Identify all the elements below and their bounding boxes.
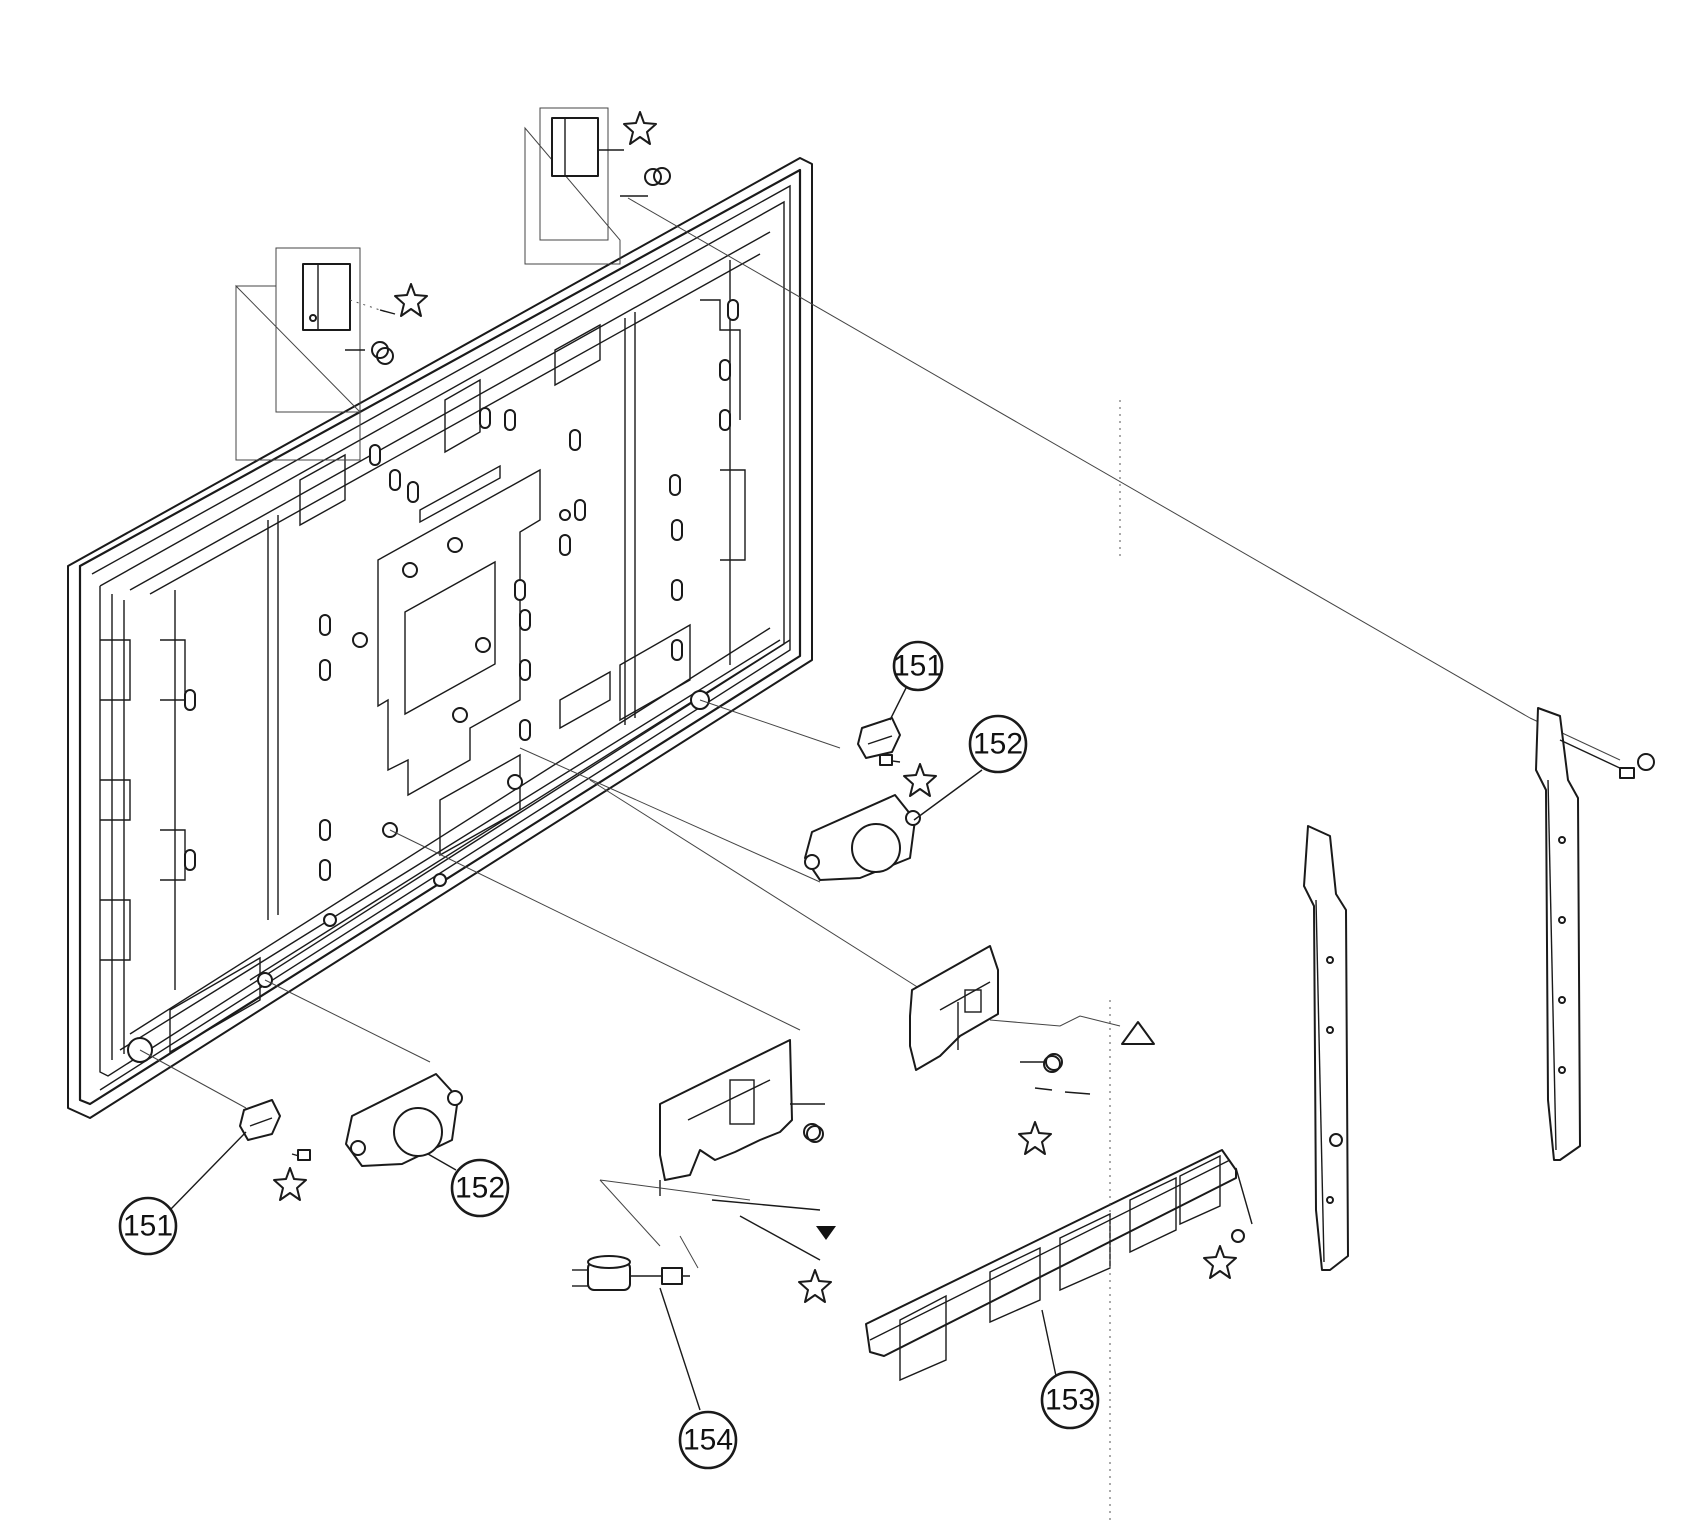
svg-text:153: 153: [1045, 1384, 1095, 1417]
svg-text:151: 151: [893, 650, 943, 683]
cylinder-part: [572, 1179, 751, 1291]
grommet-lower-left: [239, 1099, 311, 1161]
symbol-star: [273, 111, 1237, 1303]
upper-left-bracket: [235, 247, 396, 461]
upper-right-bracket: [524, 107, 662, 265]
leader-line-left-1: [264, 979, 431, 1063]
callout-152-upper: 152: [913, 714, 1028, 821]
callout-152-lower: 152: [427, 1153, 510, 1218]
callout-154: 154: [659, 1287, 738, 1470]
right-vertical-bracket-short: [1303, 825, 1349, 1271]
leader-line-mid-3: [389, 829, 801, 1031]
callout-151-lower: 151: [118, 1131, 247, 1256]
speaker-upper-right: [804, 794, 921, 881]
symbol-circle: [376, 167, 1655, 1143]
symbol-triangle-outline: [1121, 1021, 1155, 1045]
svg-text:152: 152: [973, 728, 1023, 761]
symbol-triangle-filled: [816, 1226, 836, 1240]
terminal-strip: [865, 1149, 1253, 1382]
svg-text:154: 154: [683, 1424, 733, 1457]
callout-151-upper: 151: [889, 640, 944, 721]
leader-line-mid-1: [519, 747, 821, 883]
terminal-bracket-lower: [659, 1039, 825, 1261]
right-vertical-bracket-tall: [1535, 707, 1635, 1161]
terminal-bracket-middle: [909, 945, 1121, 1095]
svg-text:151: 151: [123, 1210, 173, 1243]
rear-chassis-panel: [67, 157, 813, 1119]
svg-text:152: 152: [455, 1172, 505, 1205]
leader-line-left-2: [139, 1049, 247, 1109]
leader-line-mid-2: [589, 779, 931, 996]
leader-line-upper: [627, 197, 1531, 719]
speaker-lower-left: [345, 1073, 463, 1167]
grommet-upper-right: [857, 717, 901, 766]
callout-153: 153: [1040, 1309, 1100, 1430]
leader-line-right-1: [699, 699, 841, 749]
